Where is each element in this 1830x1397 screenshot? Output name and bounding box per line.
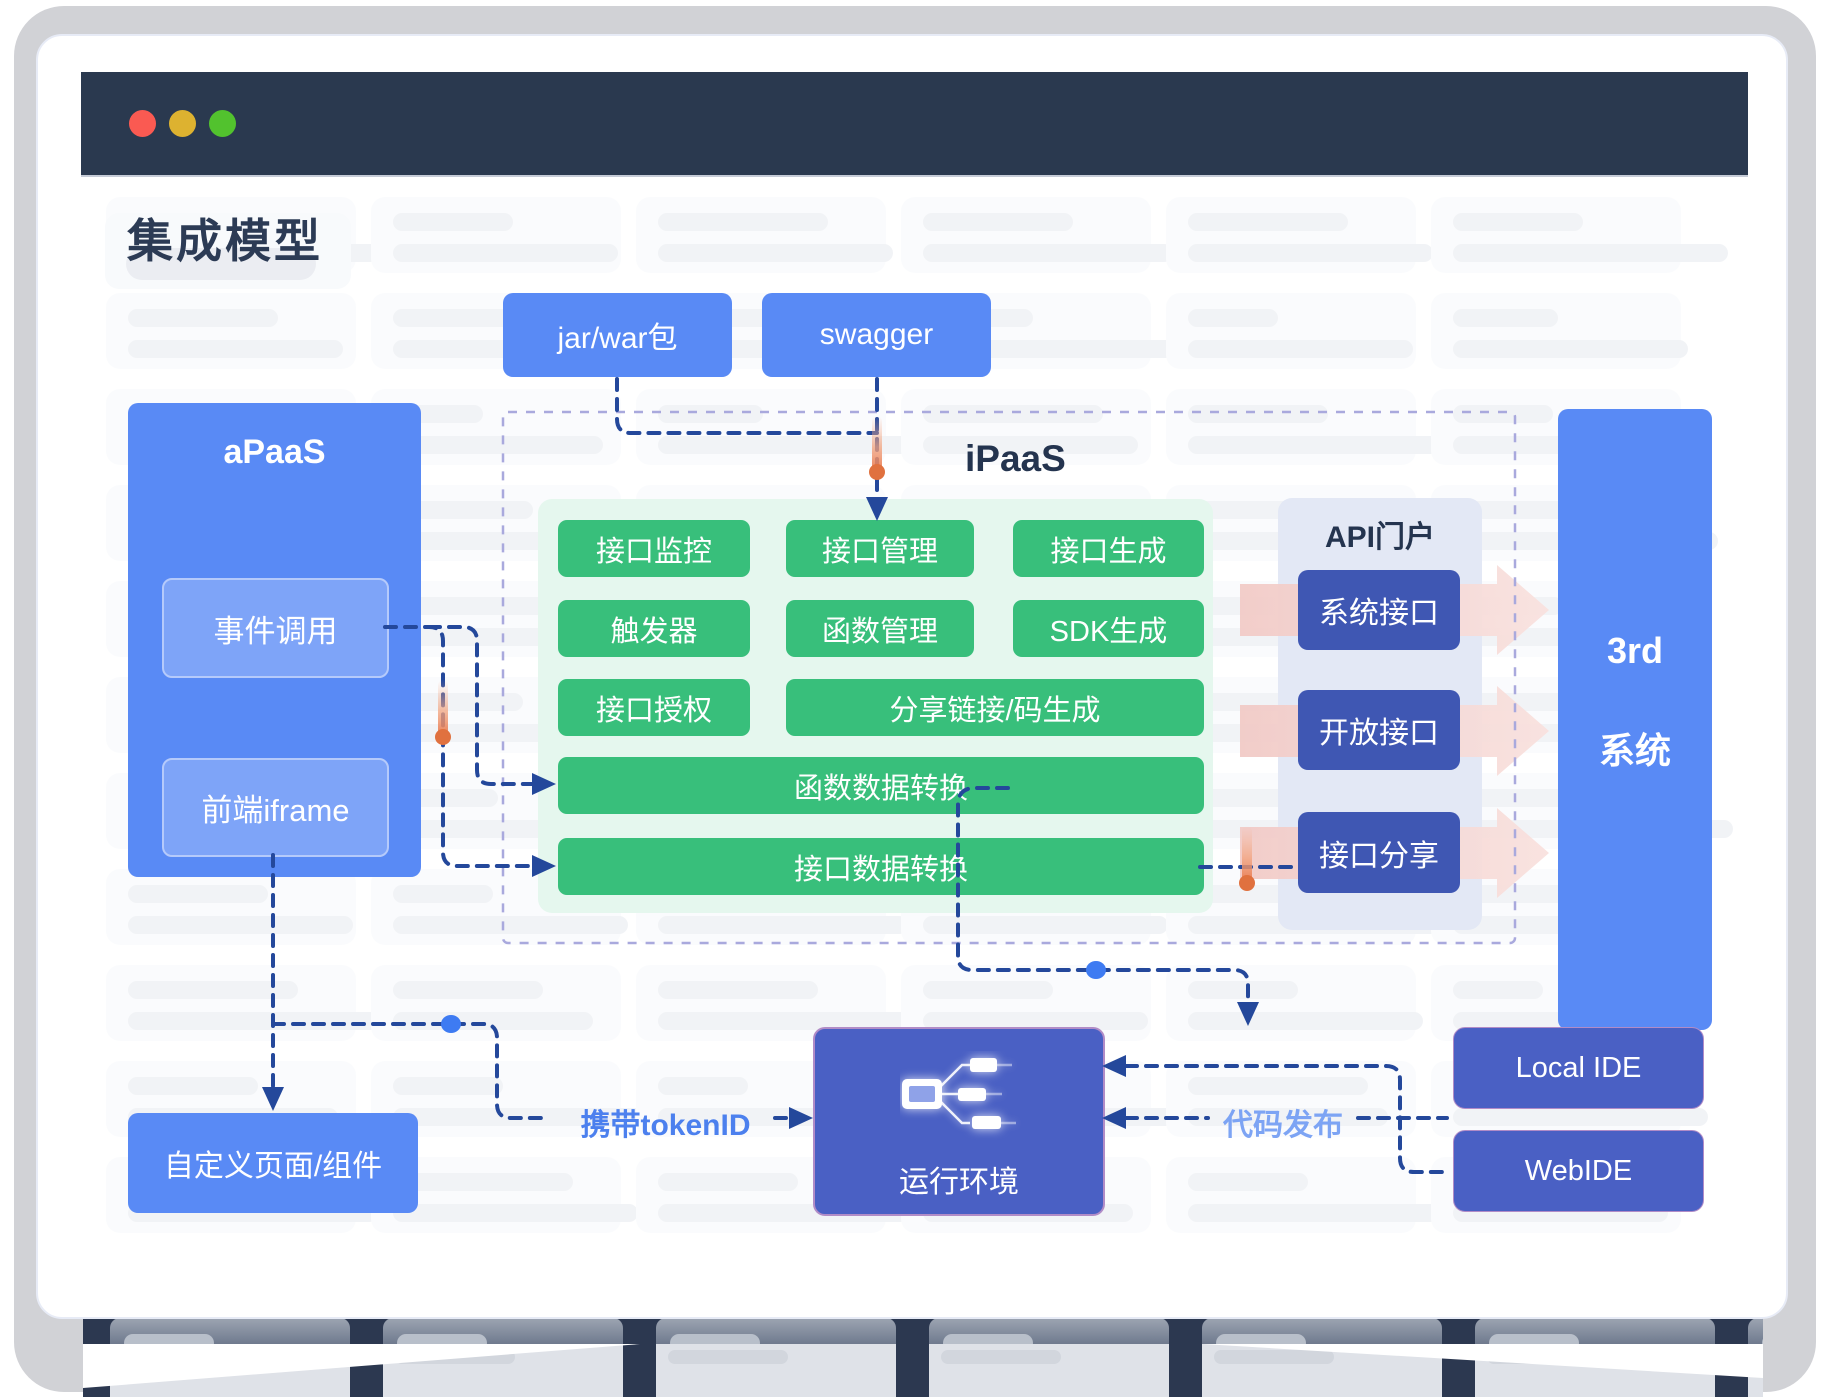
- api-portal-label: API门户: [1324, 521, 1435, 554]
- apaas-item-frontend-iframe: 前端iframe: [162, 758, 389, 857]
- custom-page-box: 自定义页面/组件: [128, 1113, 418, 1213]
- window-titlebar: [81, 72, 1748, 175]
- apaas-label: aPaaS: [223, 433, 326, 471]
- page-title: 集成模型: [127, 215, 323, 267]
- api-portal-api-share: 接口分享: [1298, 812, 1460, 893]
- ipaas-label: iPaaS: [965, 438, 1066, 479]
- arrowheads: [262, 497, 1259, 1129]
- runtime-label: 运行环境: [899, 1166, 1019, 1199]
- maximize-button-icon[interactable]: [209, 110, 236, 137]
- feature-api-monitor: 接口监控: [558, 520, 750, 577]
- web-ide-box: WebIDE: [1453, 1130, 1704, 1212]
- third-system-box: 3rd 系统: [1558, 409, 1712, 1030]
- feature-function-manage: 函数管理: [786, 600, 974, 657]
- minimize-button-icon[interactable]: [169, 110, 196, 137]
- api-portal-open-api: 开放接口: [1298, 690, 1460, 770]
- feature-trigger: 触发器: [558, 600, 750, 657]
- close-button-icon[interactable]: [129, 110, 156, 137]
- feature-function-data-transform: 函数数据转换: [558, 757, 1204, 814]
- deploy-edge-label: 代码发布: [1223, 1109, 1343, 1142]
- swagger-box: swagger: [762, 293, 991, 377]
- flow-icon: [902, 1058, 1016, 1129]
- feature-api-manage: 接口管理: [786, 520, 974, 577]
- feature-sdk-generate: SDK生成: [1013, 600, 1204, 657]
- apaas-item-event-call: 事件调用: [162, 578, 389, 678]
- feature-api-auth: 接口授权: [558, 679, 750, 736]
- feature-api-generate: 接口生成: [1013, 520, 1204, 577]
- title-backdrop-pill: [126, 248, 316, 280]
- ipaas-dashed-border: [501, 410, 1517, 945]
- runtime-box: 运行环境: [813, 1027, 1105, 1216]
- background-cards-strip: [83, 1318, 1763, 1397]
- third-system-line2: 系统: [1598, 730, 1671, 771]
- junction-dot-token: [441, 1015, 461, 1033]
- feature-share-link: 分享链接/码生成: [786, 679, 1204, 736]
- junction-dot-deploy: [1086, 961, 1106, 979]
- third-system-line1: 3rd: [1606, 630, 1664, 671]
- comet-glows: [435, 416, 1255, 891]
- api-portal-system-api: 系统接口: [1298, 570, 1460, 650]
- jar-war-box: jar/war包: [503, 293, 732, 377]
- token-edge-label: 携带tokenID: [580, 1109, 751, 1142]
- local-ide-box: Local IDE: [1453, 1027, 1704, 1109]
- feature-api-data-transform: 接口数据转换: [558, 838, 1204, 895]
